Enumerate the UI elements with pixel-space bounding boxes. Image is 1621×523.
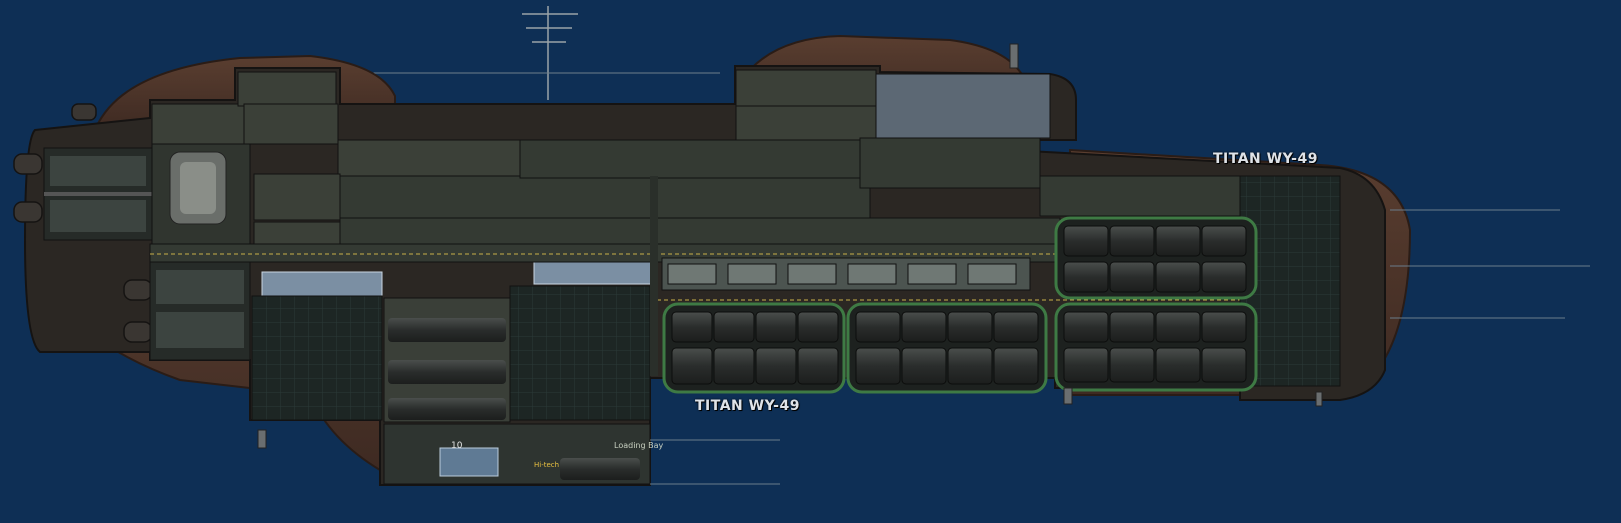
reactor-room <box>151 143 251 245</box>
crew-bunks <box>661 257 1031 291</box>
docking-clamps <box>257 43 1323 449</box>
upper-deck-rooms <box>151 69 1051 259</box>
catwalk-lines <box>150 253 1240 301</box>
engine-pods <box>13 103 153 343</box>
ship-name-label-bottom: TITAN WY-49 <box>695 398 800 414</box>
engine-room-left <box>43 147 251 361</box>
tech-sign: Hi-tech <box>534 461 560 469</box>
cargo-bays <box>251 175 1341 421</box>
antenna-mast <box>522 6 578 100</box>
sonar-lines <box>650 209 1590 485</box>
cargo-containers <box>671 225 1247 385</box>
vehicle-bay <box>383 297 511 423</box>
loading-bay-sign: Loading Bay <box>614 441 664 450</box>
corridors <box>149 137 1251 263</box>
ship-name-label-top: TITAN WY-49 <box>1213 151 1318 167</box>
dock-number-sign: 10 <box>451 441 463 451</box>
loading-bay <box>383 423 651 485</box>
